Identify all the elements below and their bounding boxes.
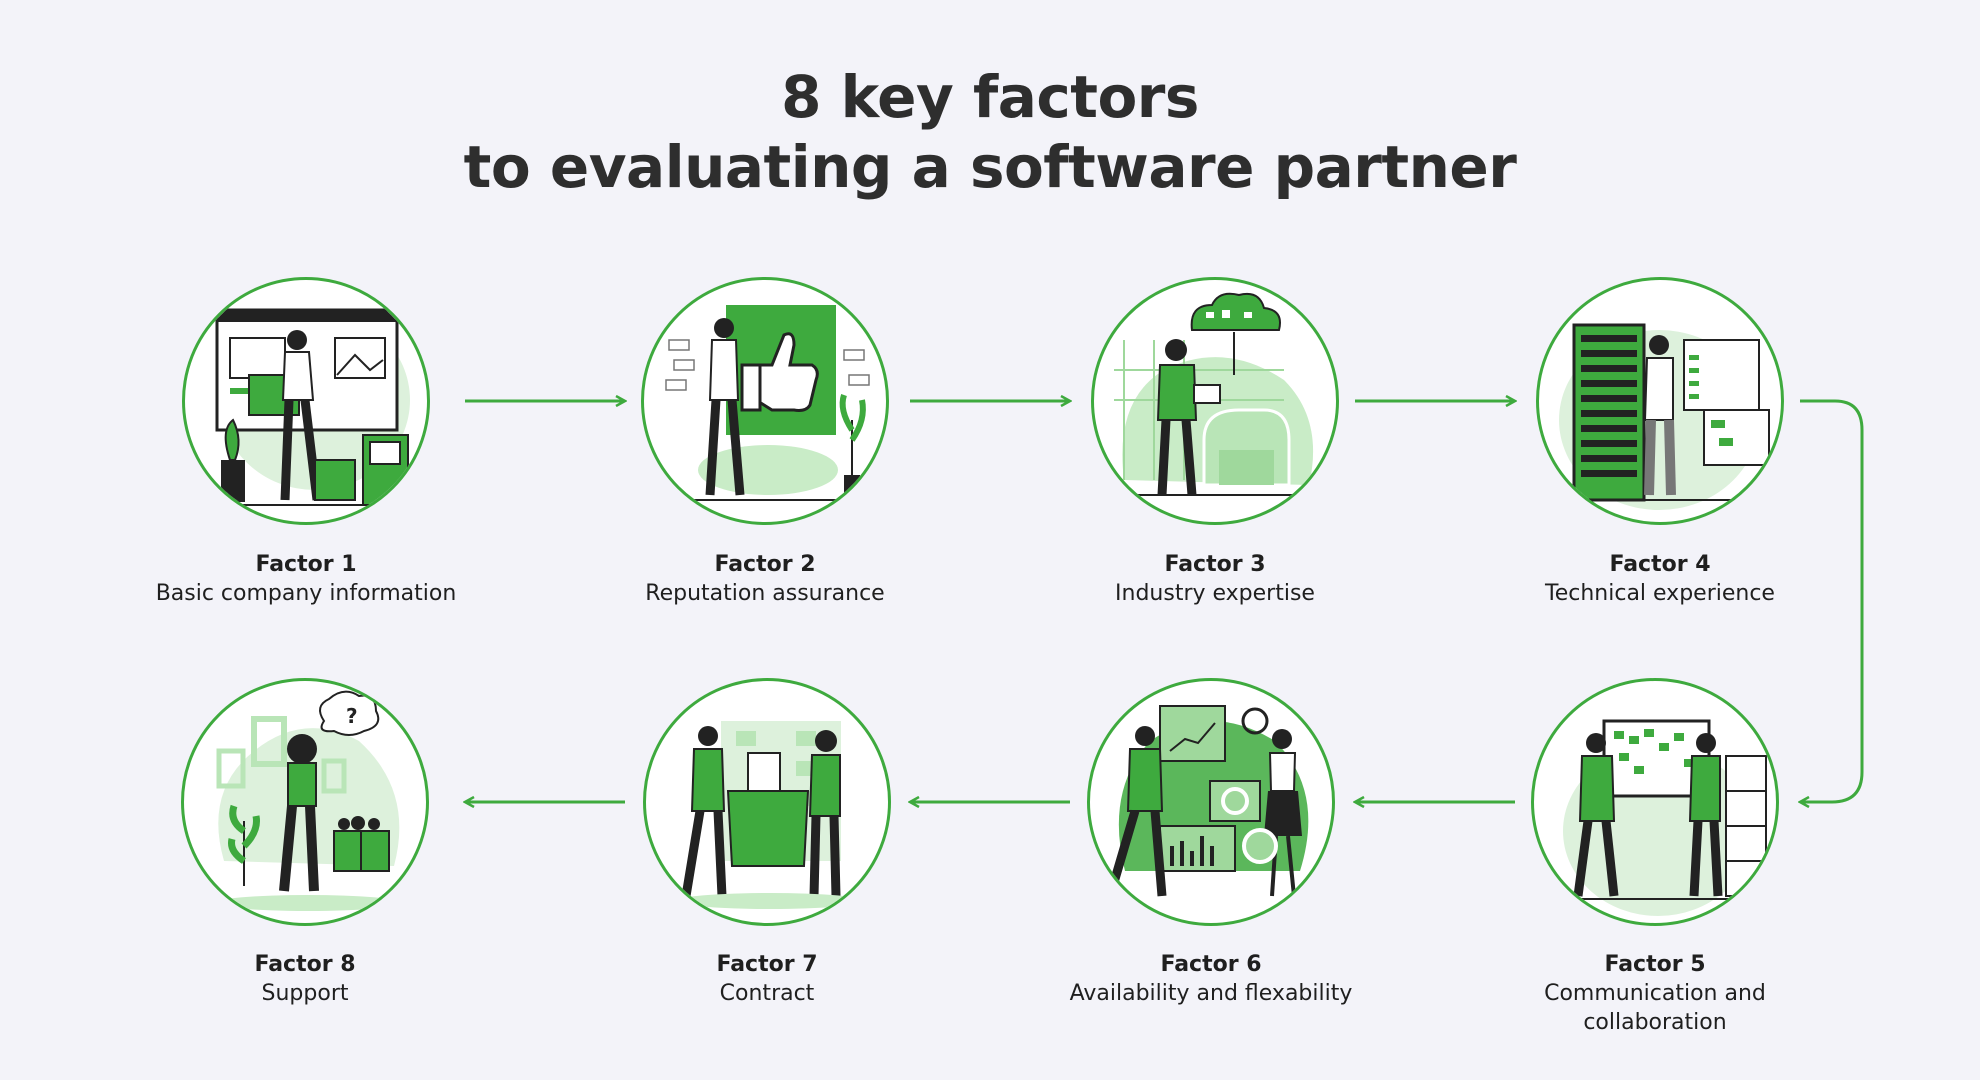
factor-3-caption: Factor 3 Industry expertise	[1035, 550, 1395, 608]
factor-7-label: Factor 7	[716, 952, 818, 977]
analytics-dashboard-illustration	[1105, 705, 1309, 898]
title-line-1: 8 key factors	[781, 63, 1199, 131]
factor-8-label: Factor 8	[254, 952, 356, 977]
factor-3-label: Factor 3	[1164, 552, 1266, 577]
factor-8-caption: Factor 8 Support	[125, 950, 485, 1008]
factor-5-label: Factor 5	[1604, 952, 1706, 977]
thumbs-up-poster-illustration	[665, 305, 870, 501]
factor-2-desc: Reputation assurance	[645, 581, 885, 606]
factor-5-desc: Communication and collaboration	[1544, 981, 1766, 1035]
document-exchange-illustration	[675, 721, 865, 909]
factor-7-circle	[643, 678, 891, 926]
factor-6-label: Factor 6	[1160, 952, 1262, 977]
factor-1-label: Factor 1	[255, 552, 357, 577]
factor-7-desc: Contract	[719, 981, 815, 1006]
factor-4-circle	[1536, 277, 1784, 525]
factor-3-circle	[1091, 277, 1339, 525]
factor-1-caption: Factor 1 Basic company information	[126, 550, 486, 608]
factor-4-label: Factor 4	[1609, 552, 1711, 577]
factor-5-circle	[1531, 678, 1779, 926]
factor-6-caption: Factor 6 Availability and flexability	[1031, 950, 1391, 1008]
factor-6-desc: Availability and flexability	[1069, 981, 1353, 1006]
cloud-laptop-illustration	[1114, 292, 1314, 496]
factor-3-desc: Industry expertise	[1115, 581, 1315, 606]
page-title: 8 key factors to evaluating a software p…	[0, 62, 1980, 202]
factor-1-circle	[182, 277, 430, 525]
factor-1-desc: Basic company information	[155, 581, 457, 606]
title-line-2: to evaluating a software partner	[463, 133, 1517, 201]
server-rack-illustration	[1559, 323, 1770, 510]
factor-5-caption: Factor 5 Communication and collaboration	[1475, 950, 1835, 1037]
website-builder-illustration	[205, 308, 415, 506]
team-board-illustration	[1559, 719, 1767, 916]
factor-4-caption: Factor 4 Technical experience	[1480, 550, 1840, 608]
factor-2-caption: Factor 2 Reputation assurance	[585, 550, 945, 608]
factor-2-label: Factor 2	[714, 552, 816, 577]
factor-7-caption: Factor 7 Contract	[587, 950, 947, 1008]
factor-2-circle	[641, 277, 889, 525]
question-thinking-illustration: ?	[213, 690, 403, 911]
factor-6-circle	[1087, 678, 1335, 926]
svg-text:?: ?	[346, 704, 358, 728]
factor-8-circle: ?	[181, 678, 429, 926]
factor-8-desc: Support	[261, 981, 349, 1006]
factor-4-desc: Technical experience	[1545, 581, 1775, 606]
